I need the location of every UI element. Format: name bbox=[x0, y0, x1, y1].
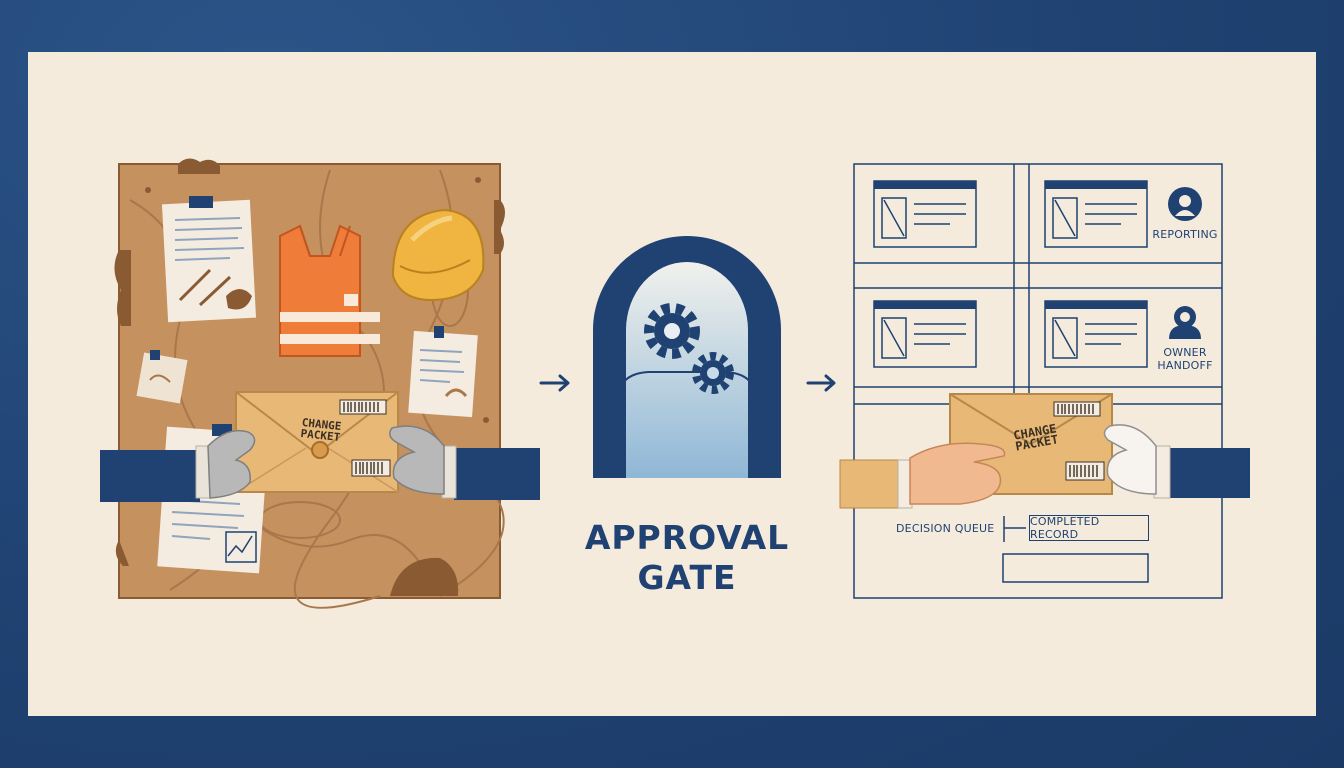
arrow-right-icon bbox=[539, 374, 570, 392]
left-hand-handoff bbox=[839, 442, 1006, 509]
record-card-1 bbox=[873, 180, 977, 248]
pinned-paper-top bbox=[161, 196, 257, 323]
sticky-note bbox=[136, 350, 188, 404]
completed-record-box: COMPLETED RECORD bbox=[1029, 515, 1149, 541]
owner-handoff-label: OWNER HANDOFF bbox=[1150, 346, 1220, 372]
decision-queue-label: DECISION QUEUE bbox=[896, 522, 995, 535]
right-hand-receiving bbox=[389, 425, 540, 500]
system-grid bbox=[853, 163, 1223, 599]
pinned-paper-right bbox=[408, 326, 478, 418]
person-icon bbox=[1168, 187, 1202, 221]
person-icon-owner bbox=[1169, 306, 1201, 339]
right-hand-handoff bbox=[1103, 424, 1250, 499]
owner-label-line1: OWNER bbox=[1163, 346, 1207, 359]
gate-title-line2: GATE bbox=[637, 558, 737, 597]
reporting-label: REPORTING bbox=[1152, 228, 1218, 241]
gear-icon bbox=[644, 303, 700, 359]
barcode-icon bbox=[343, 402, 379, 412]
arrow-right-icon-2 bbox=[806, 374, 836, 392]
record-card-2 bbox=[1044, 180, 1148, 248]
gear-icon-small bbox=[692, 352, 734, 394]
hard-hat-icon bbox=[391, 208, 485, 302]
approval-gate-title: APPROVAL GATE bbox=[560, 518, 814, 598]
record-card-4 bbox=[1044, 300, 1148, 368]
safety-vest-icon bbox=[279, 224, 380, 357]
envelope-icon bbox=[235, 391, 399, 493]
approval-gate-arch bbox=[593, 236, 781, 478]
completed-record-label: COMPLETED RECORD bbox=[1030, 515, 1100, 541]
gate-title-line1: APPROVAL bbox=[584, 518, 790, 557]
left-hand-giving bbox=[100, 429, 256, 502]
record-card-3 bbox=[873, 300, 977, 368]
owner-label-line2: HANDOFF bbox=[1157, 359, 1213, 372]
